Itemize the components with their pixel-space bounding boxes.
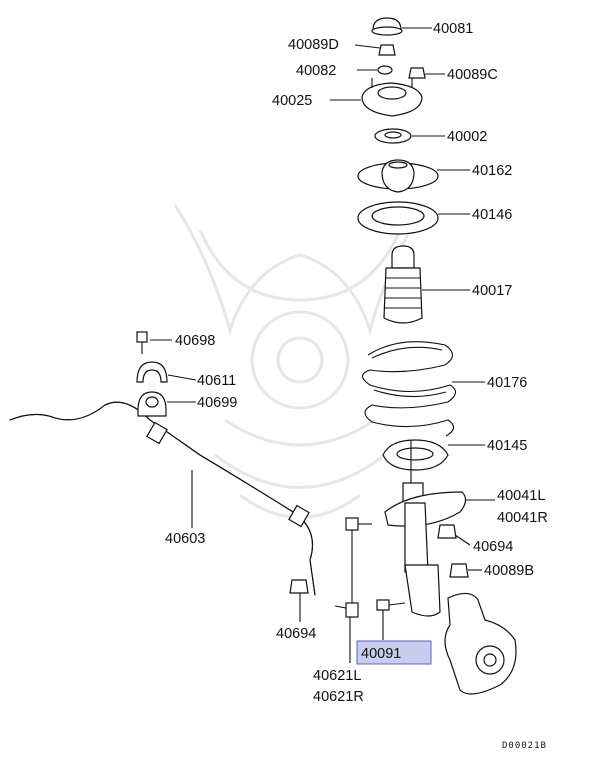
label-40162[interactable]: 40162 <box>472 163 512 179</box>
part-40025-strut-mount <box>330 78 423 117</box>
part-40041-strut <box>384 440 495 617</box>
label-40145[interactable]: 40145 <box>487 438 527 454</box>
label-40041L[interactable]: 40041L <box>497 488 545 504</box>
label-40603[interactable]: 40603 <box>165 531 205 547</box>
part-40611-bracket <box>136 361 197 383</box>
part-40017-boot <box>383 245 470 324</box>
part-steering-knuckle <box>444 592 517 695</box>
label-40089D[interactable]: 40089D <box>288 37 339 53</box>
label-40017[interactable]: 40017 <box>472 283 512 299</box>
part-40603-stabilizer-bar <box>9 401 316 596</box>
part-40145-spring-pad <box>382 439 485 471</box>
part-40082-washer <box>357 65 393 75</box>
part-40089C-nut <box>408 67 445 79</box>
part-40089B-nut <box>449 563 482 578</box>
highlight-box-40091 <box>356 640 432 665</box>
label-40176[interactable]: 40176 <box>487 375 527 391</box>
label-40081[interactable]: 40081 <box>433 21 473 37</box>
part-40694-nut-right <box>437 524 471 546</box>
label-40694-left[interactable]: 40694 <box>276 626 316 642</box>
diagram-code: D00021B <box>502 741 547 751</box>
part-40091-bolt <box>376 599 406 640</box>
label-40025[interactable]: 40025 <box>272 93 312 109</box>
label-40146[interactable]: 40146 <box>472 207 512 223</box>
label-40694-right[interactable]: 40694 <box>473 539 513 555</box>
label-40699[interactable]: 40699 <box>197 395 237 411</box>
label-40698[interactable]: 40698 <box>175 333 215 349</box>
label-40082[interactable]: 40082 <box>296 63 336 79</box>
part-40089D-nut <box>354 44 396 56</box>
label-40621L[interactable]: 40621L <box>313 668 361 684</box>
part-40002-bearing <box>374 128 445 144</box>
label-40621R[interactable]: 40621R <box>313 689 364 705</box>
label-40002[interactable]: 40002 <box>447 129 487 145</box>
label-40041R[interactable]: 40041R <box>497 510 548 526</box>
part-40162-spring-seat <box>357 159 470 193</box>
part-40694-nut-left <box>289 579 309 622</box>
watermark-emblem <box>173 204 427 519</box>
part-40621-stabilizer-link <box>334 517 372 663</box>
part-40176-coil-spring <box>361 341 485 437</box>
label-40091[interactable]: 40091 <box>361 646 401 662</box>
part-40698-bolt <box>136 331 172 354</box>
part-40699-bushing <box>137 391 196 417</box>
label-40089C[interactable]: 40089C <box>447 67 498 83</box>
label-40611[interactable]: 40611 <box>197 373 236 389</box>
label-40089B[interactable]: 40089B <box>484 563 534 579</box>
part-40146-insulator <box>357 201 470 235</box>
part-40081-cap <box>371 17 432 36</box>
